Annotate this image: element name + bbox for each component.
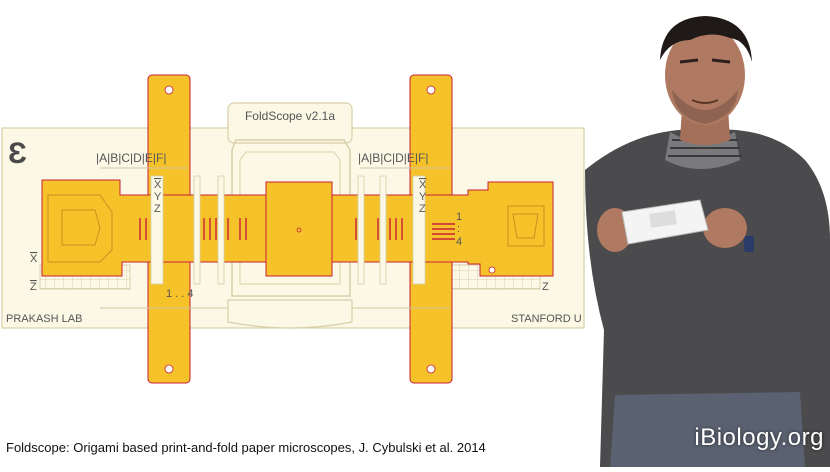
right-axis-x: X xyxy=(419,179,427,191)
left-axis-y: Y xyxy=(154,191,162,203)
left-scale-label: |A|B|C|D|E|F| xyxy=(96,151,167,165)
left-footer: PRAKASH LAB xyxy=(6,313,82,325)
optical-stage-band xyxy=(41,179,554,277)
prakash-lab-logo: Ɛ xyxy=(8,137,27,170)
fold-guides xyxy=(100,167,450,309)
right-range-bottom: 4 xyxy=(456,236,462,248)
right-axis-y: Y xyxy=(419,191,427,203)
right-slot-marks xyxy=(355,218,455,240)
citation-caption: Foldscope: Origami based print-and-fold … xyxy=(6,440,486,455)
ibiology-watermark: iBiology.org xyxy=(694,424,824,451)
grid-axis-x: X xyxy=(30,253,38,265)
sheet-title: FoldScope v2.1a xyxy=(245,109,335,123)
right-scale-label: |A|B|C|D|E|F| xyxy=(358,151,429,165)
presenter xyxy=(585,16,830,467)
left-axis-x: X xyxy=(154,179,162,191)
right-footer: STANFORD U xyxy=(511,313,582,325)
left-axis-z: Z xyxy=(154,203,161,215)
grid-axis-z-right: Z xyxy=(542,281,549,293)
right-axis-z: Z xyxy=(419,203,426,215)
right-range-mid: : xyxy=(457,223,460,235)
fold-slots xyxy=(150,175,426,285)
range-label: 1 . . 4 xyxy=(166,288,194,300)
right-range-top: 1 xyxy=(456,211,462,223)
grid-axis-z-left: Z xyxy=(30,281,37,293)
